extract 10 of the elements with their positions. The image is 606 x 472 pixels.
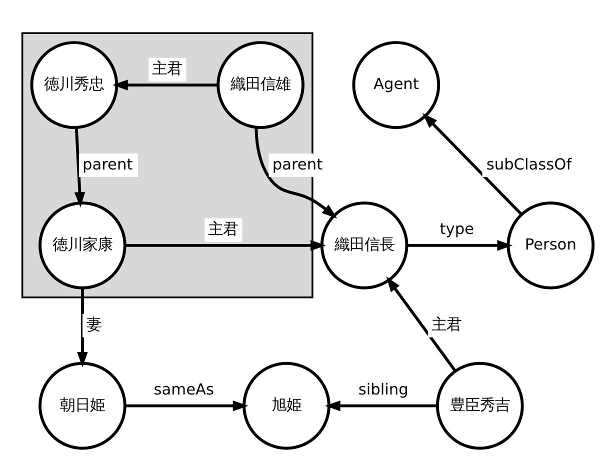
edge-label: parent — [82, 155, 133, 174]
edge-label: sibling — [358, 380, 408, 399]
edge-label: 主君 — [152, 60, 182, 78]
edge-label: sameAs — [154, 380, 214, 399]
edge-label: subClassOf — [486, 155, 572, 174]
edge-label: parent — [272, 155, 323, 174]
edge-label: 主君 — [208, 220, 238, 238]
edge-label: 妻 — [86, 316, 102, 334]
edge-label: 主君 — [432, 316, 462, 334]
edge-label: type — [440, 220, 474, 238]
